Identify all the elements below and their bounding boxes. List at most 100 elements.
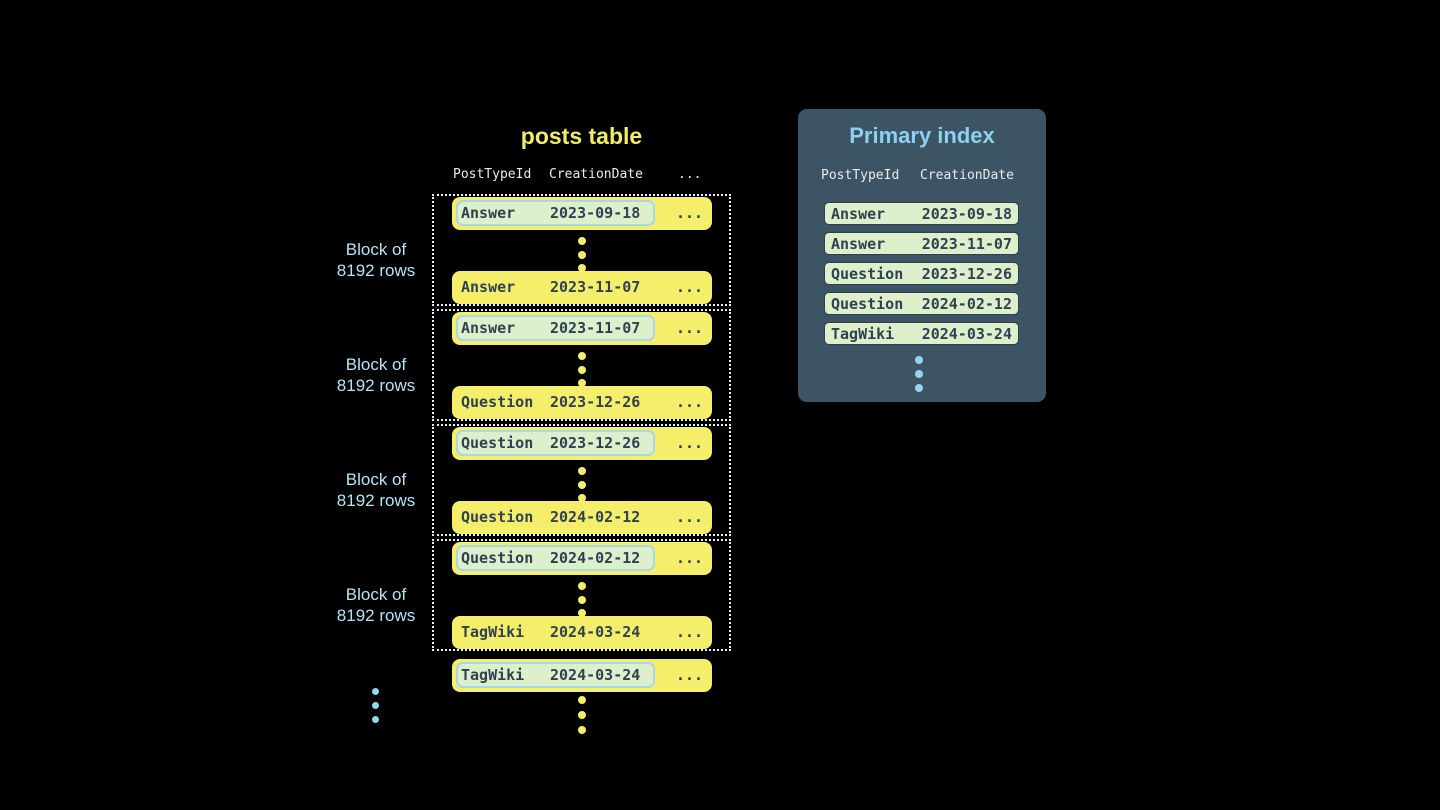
posts-table-column-headers: PostTypeId CreationDate ... xyxy=(432,167,742,184)
index-row: Question 2024-02-12 xyxy=(824,292,1019,315)
posts-table-title: posts table xyxy=(520,123,643,149)
row-ellipsis: ... xyxy=(676,666,704,684)
row-ellipsis-dot xyxy=(578,582,586,590)
post-type-cell: Question xyxy=(831,264,904,283)
creation-date-cell: 2023-09-18 xyxy=(921,204,1012,223)
creation-date-cell: 2023-11-07 xyxy=(550,278,641,296)
indexed-values-highlight xyxy=(456,545,655,571)
more-rows-ellipsis-dot xyxy=(578,711,586,719)
column-header-creationdate: CreationDate xyxy=(549,167,643,182)
table-row: Question 2023-12-26... xyxy=(452,386,712,419)
row-ellipsis: ... xyxy=(676,204,704,222)
row-ellipsis-dot xyxy=(578,467,586,475)
row-ellipsis: ... xyxy=(676,508,704,526)
table-block: Answer 2023-09-18... Answer 2023-11-07... xyxy=(432,194,731,306)
post-type-cell: Question xyxy=(831,294,904,313)
index-ellipsis-dot xyxy=(915,370,923,378)
row-ellipsis-dot xyxy=(578,609,586,617)
table-block: Question 2023-12-26... Question 2024-02-12.… xyxy=(432,424,731,536)
table-row: Question 2023-12-26... xyxy=(452,427,712,460)
table-row: Answer 2023-11-07... xyxy=(452,312,712,345)
table-block: Answer 2023-11-07... Question 2023-12-26... xyxy=(432,309,731,421)
post-type-cell: Answer xyxy=(461,204,516,222)
creation-date-cell: 2024-03-24 xyxy=(550,666,641,684)
row-ellipsis: ... xyxy=(676,319,704,337)
row-ellipsis-dot xyxy=(578,596,586,604)
block-size-label-line2: 8192 rows xyxy=(336,491,416,510)
block-size-label-line1: Block of xyxy=(345,470,407,489)
table-row: Answer 2023-11-07... xyxy=(452,271,712,304)
block-size-label-line1: Block of xyxy=(345,585,407,604)
index-ellipsis-dot xyxy=(915,384,923,392)
row-ellipsis: ... xyxy=(676,623,704,641)
creation-date-cell: 2023-09-18 xyxy=(550,204,641,222)
block-size-label-line1: Block of xyxy=(345,240,407,259)
creation-date-cell: 2023-12-26 xyxy=(550,434,641,452)
post-type-cell: Answer xyxy=(831,234,886,253)
index-row: Answer 2023-11-07 xyxy=(824,232,1019,255)
row-ellipsis: ... xyxy=(676,434,704,452)
post-type-cell: Question xyxy=(461,508,534,526)
creation-date-cell: 2023-12-26 xyxy=(921,264,1012,283)
block-size-label-line1: Block of xyxy=(345,355,407,374)
post-type-cell: Question xyxy=(461,434,534,452)
row-ellipsis: ... xyxy=(676,549,704,567)
post-type-cell: Question xyxy=(461,549,534,567)
post-type-cell: TagWiki xyxy=(461,623,525,641)
index-row: Question 2023-12-26 xyxy=(824,262,1019,285)
creation-date-cell: 2024-03-24 xyxy=(550,623,641,641)
column-header-posttypeid: PostTypeId xyxy=(453,167,532,182)
post-type-cell: Answer xyxy=(461,278,516,296)
indexed-values-highlight xyxy=(456,662,655,688)
block-size-label: Block of 8192 rows xyxy=(312,239,440,281)
indexed-values-highlight xyxy=(456,315,655,341)
more-rows-ellipsis-dot xyxy=(578,726,586,734)
row-ellipsis-dot xyxy=(578,494,586,502)
table-row: Answer 2023-09-18... xyxy=(452,197,712,230)
block-size-label: Block of 8192 rows xyxy=(312,584,440,626)
block-size-label-line2: 8192 rows xyxy=(336,606,416,625)
index-ellipsis-dot xyxy=(915,356,923,364)
table-block: Question 2024-02-12... TagWiki 2024-03-24..… xyxy=(432,539,731,651)
more-blocks-ellipsis-dot xyxy=(372,688,379,695)
creation-date-cell: 2024-02-12 xyxy=(921,294,1012,313)
post-type-cell: Answer xyxy=(831,204,886,223)
index-row: Answer 2023-09-18 xyxy=(824,202,1019,225)
row-ellipsis-dot xyxy=(578,366,586,374)
creation-date-cell: 2024-02-12 xyxy=(550,508,641,526)
more-rows-ellipsis-dot xyxy=(578,696,586,704)
row-ellipsis: ... xyxy=(676,393,704,411)
row-ellipsis-dot xyxy=(578,251,586,259)
post-type-cell: Question xyxy=(461,393,534,411)
indexed-values-highlight xyxy=(456,200,655,226)
row-ellipsis-dot xyxy=(578,379,586,387)
block-size-label-line2: 8192 rows xyxy=(336,376,416,395)
primary-index-title: Primary index xyxy=(849,123,995,148)
row-ellipsis-dot xyxy=(578,352,586,360)
post-type-cell: TagWiki xyxy=(461,666,525,684)
creation-date-cell: 2023-11-07 xyxy=(550,319,641,337)
block-size-label: Block of 8192 rows xyxy=(312,354,440,396)
more-blocks-ellipsis-dot xyxy=(372,702,379,709)
primary-index-column-headers: PostTypeId CreationDate xyxy=(798,168,1046,185)
post-type-cell: Answer xyxy=(461,319,516,337)
block-size-label: Block of 8192 rows xyxy=(312,469,440,511)
indexed-values-highlight xyxy=(456,430,655,456)
row-ellipsis: ... xyxy=(676,278,704,296)
creation-date-cell: 2023-12-26 xyxy=(550,393,641,411)
row-ellipsis-dot xyxy=(578,481,586,489)
column-header-creationdate: CreationDate xyxy=(920,168,1014,183)
table-row: Question 2024-02-12... xyxy=(452,501,712,534)
block-size-label-line2: 8192 rows xyxy=(336,261,416,280)
creation-date-cell: 2023-11-07 xyxy=(921,234,1012,253)
more-blocks-ellipsis-dot xyxy=(372,716,379,723)
column-header-posttypeid: PostTypeId xyxy=(821,168,900,183)
post-type-cell: TagWiki xyxy=(831,324,895,343)
column-header-ellipsis: ... xyxy=(678,167,702,182)
primary-index-panel: Primary index PostTypeId CreationDate An… xyxy=(798,109,1046,402)
creation-date-cell: 2024-02-12 xyxy=(550,549,641,567)
row-ellipsis-dot xyxy=(578,237,586,245)
table-row: Question 2024-02-12... xyxy=(452,542,712,575)
